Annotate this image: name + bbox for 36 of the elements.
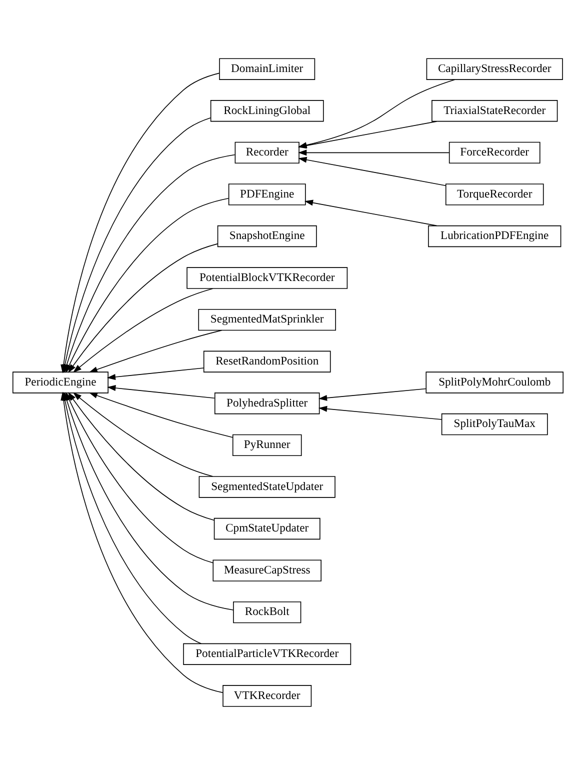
- node-box: Recorder: [234, 141, 300, 164]
- node-box: SplitPolyMohrCoulomb: [426, 371, 564, 393]
- node-box: PotentialParticleVTKRecorder: [183, 642, 352, 664]
- node-box: ResetRandomPosition: [203, 350, 331, 372]
- node-box: SegmentedStateUpdater: [198, 476, 336, 498]
- node-box: TriaxialStateRecorder: [432, 100, 558, 122]
- arrow: [304, 199, 438, 226]
- node-box: SplitPolyTauMax: [441, 412, 548, 435]
- arrow: [318, 388, 426, 400]
- arrow: [298, 156, 446, 186]
- node-box: ForceRecorder: [448, 141, 540, 164]
- node-box: PDFEngine: [228, 183, 306, 205]
- arrow: [68, 242, 218, 372]
- arrow: [106, 367, 204, 380]
- arrow: [318, 405, 442, 420]
- node-box: CpmStateUpdater: [214, 517, 320, 540]
- node-box: PyRunner: [232, 434, 302, 456]
- node-box: DomainLimiter: [219, 58, 316, 80]
- arrow: [72, 288, 214, 372]
- node-box: SnapshotEngine: [217, 224, 317, 247]
- arrow: [107, 384, 215, 398]
- arrow: [88, 392, 233, 438]
- arrow: [88, 329, 222, 372]
- node-box: PolyhedraSplitter: [214, 392, 320, 414]
- node-box: LubricationPDFEngine: [428, 224, 562, 247]
- node-box: RockLiningGlobal: [210, 100, 324, 122]
- node-box: PotentialBlockVTKRecorder: [186, 266, 348, 288]
- node-box: PeriodicEngine: [12, 371, 108, 393]
- node-box: MeasureCapStress: [212, 559, 322, 581]
- arrow: [298, 149, 450, 156]
- node-box: RockBolt: [233, 600, 302, 623]
- arrow: [72, 392, 214, 476]
- node-box: VTKRecorder: [222, 684, 312, 706]
- node-box: CapillaryStressRecorder: [426, 58, 563, 80]
- node-box: SegmentedMatSprinkler: [198, 308, 336, 330]
- node-box: TorqueRecorder: [445, 183, 544, 205]
